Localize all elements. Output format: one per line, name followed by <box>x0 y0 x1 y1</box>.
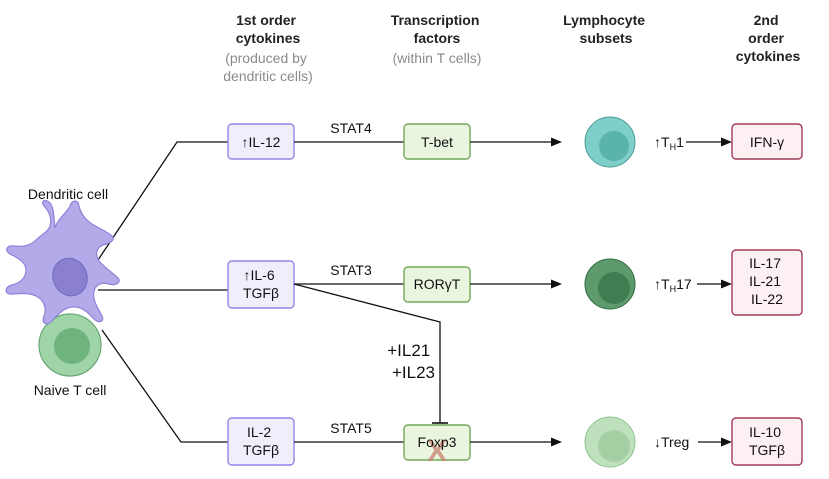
header-second-order: 2nd order cytokines <box>736 12 801 64</box>
output-box-row3 <box>731 417 803 466</box>
output-box-row2 <box>731 249 803 316</box>
naive-t-cell-label: Naive T cell <box>34 382 107 398</box>
lymphocyte-nucleus-row2 <box>598 272 630 304</box>
header-transcription-factors: Transcription factors <box>391 12 484 46</box>
output-label-row3: IL-10 TGFβ <box>749 424 785 458</box>
dendritic-cell-label: Dendritic cell <box>28 186 108 202</box>
output-label-row2: IL-17 IL-21 IL-22 <box>749 255 785 307</box>
lymphocyte-nucleus-row1 <box>599 131 629 161</box>
arrowhead-row1-output <box>721 137 732 147</box>
stat-label-row3: STAT5 <box>330 420 372 436</box>
inhibition-line <box>293 283 441 423</box>
subset-label-row3: ↓Treg <box>654 434 689 450</box>
cytokine-label-row3: IL-2 TGFβ <box>243 424 279 458</box>
arrowhead-row3-cell <box>551 437 562 447</box>
subset-label-row2: ↑TH17 <box>654 276 692 294</box>
cytokine-label-row1: ↑IL-12 <box>242 134 281 150</box>
dendritic-cell-icon <box>5 199 120 325</box>
factor-label-row1: T-bet <box>421 134 453 150</box>
lymphocyte-nucleus-row3 <box>598 430 630 462</box>
connector-row3 <box>101 329 228 443</box>
connector-row1 <box>97 141 228 261</box>
foxp3-block-mark: X <box>427 435 447 468</box>
arrowhead-row2-output <box>721 279 732 289</box>
header-first-order: 1st order cytokines <box>236 12 301 46</box>
naive-t-cell <box>38 313 102 377</box>
header-first-order-note: (produced by dendritic cells) <box>223 50 312 84</box>
stat-label-row2: STAT3 <box>330 262 372 278</box>
stat-label-row1: STAT4 <box>330 120 372 136</box>
cytokine-label-row2: ↑IL-6 TGFβ <box>243 267 279 301</box>
arrowhead-row3-output <box>721 437 732 447</box>
header-transcription-note: (within T cells) <box>393 50 482 66</box>
output-box-row1 <box>731 123 803 160</box>
output-label-row1: IFN-γ <box>750 134 784 150</box>
subset-label-row1: ↑TH1 <box>654 134 684 152</box>
header-lymphocyte-subsets: Lymphocyte subsets <box>563 12 649 46</box>
factor-label-row2: RORγT <box>414 276 461 292</box>
arrowhead-row1-cell <box>551 137 562 147</box>
inhibitor-label: +IL21 +IL23 <box>387 341 435 382</box>
arrowhead-row2-cell <box>551 279 562 289</box>
factor-label-row3: Foxp3 <box>418 434 457 450</box>
